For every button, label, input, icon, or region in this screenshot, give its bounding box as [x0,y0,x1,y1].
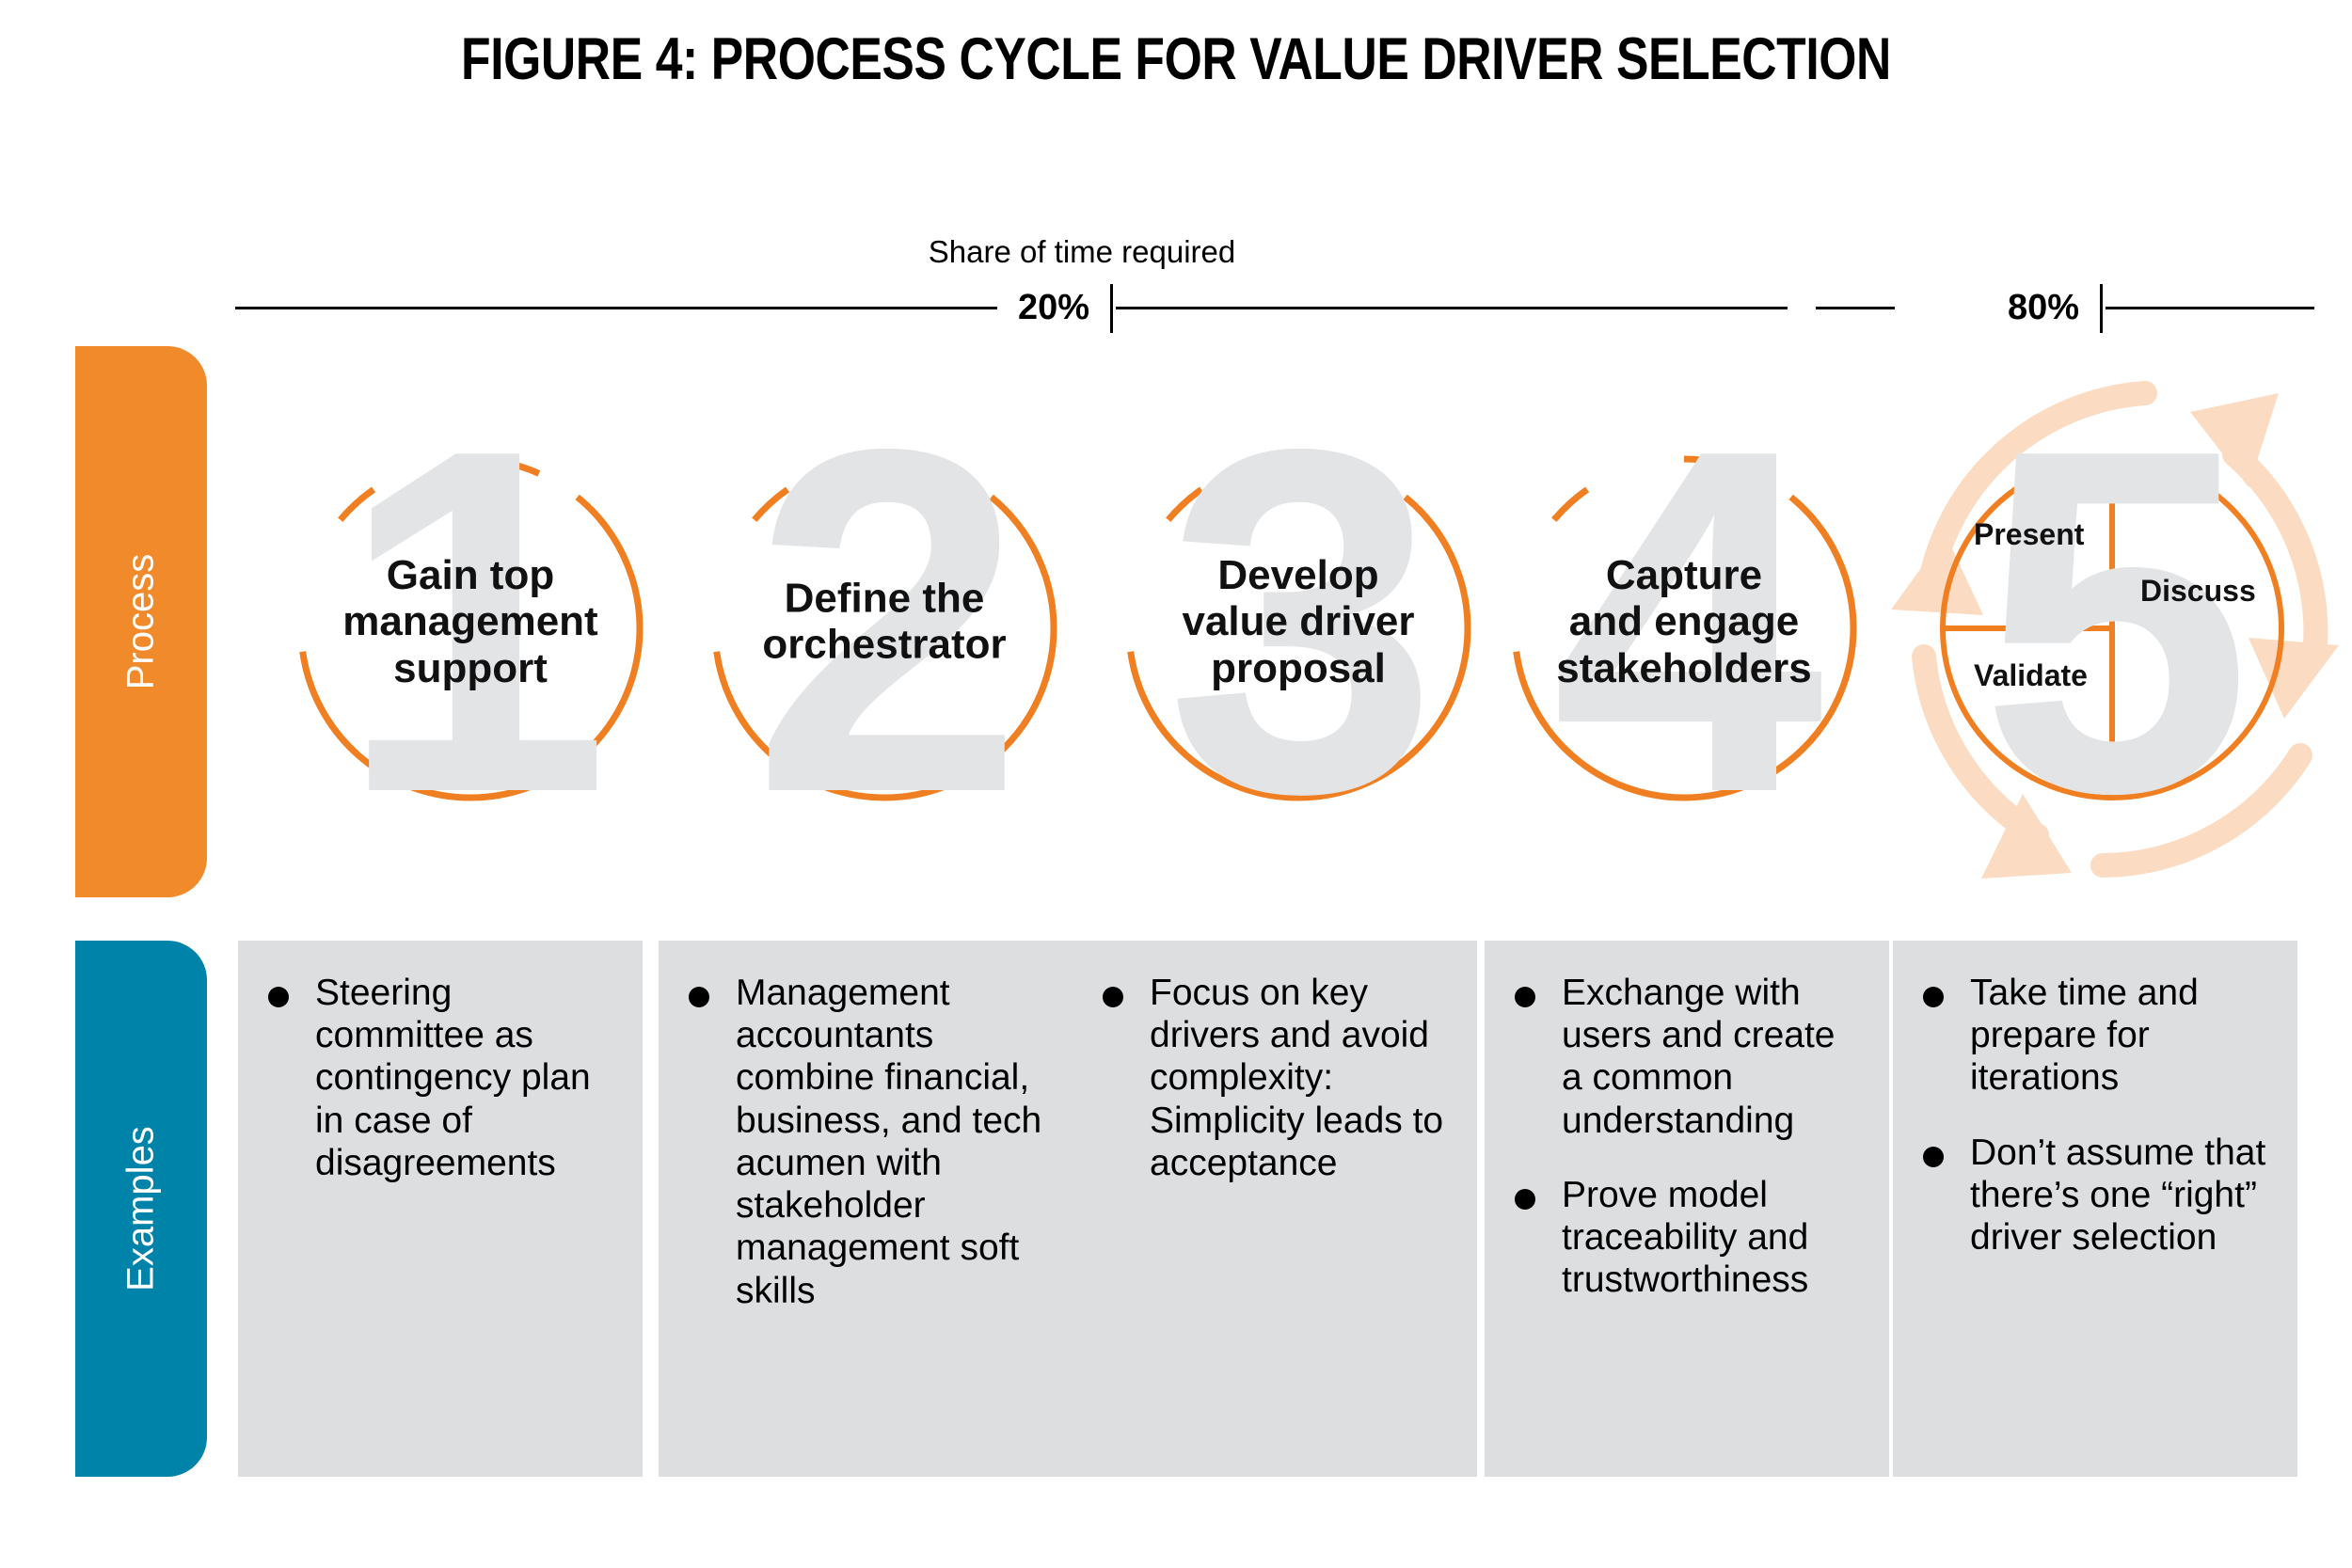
example-bullet-text: Take time and prepare for iterations [1970,973,2199,1099]
step-4-ring-icon [1511,455,1857,801]
examples-row: Steering committee as contingency plan i… [0,941,2352,1477]
example-bullet: Don’t assume that there’s one “right” dr… [1917,1132,2273,1259]
scale-label-20: 20% [1018,288,1090,327]
scale-tick-20 [1110,284,1113,333]
step-1-number: 1 [338,348,610,895]
example-bullet: Management accountants combine financial… [683,972,1048,1312]
example-bullet-text: Prove model traceability and trustworthi… [1562,1174,1809,1301]
example-bullet-text: Focus on key drivers and avoid complexit… [1150,973,1444,1183]
example-bullet: Take time and prepare for iterations [1917,972,2273,1100]
example-bullet: Exchange with users and create a common … [1509,972,1865,1142]
step-5-quadrant-validate: Validate [1974,658,2088,692]
step-3-ring-icon [1125,455,1471,801]
bullet-dot-icon [1515,987,1535,1007]
examples-box-4: Exchange with users and create a common … [1485,941,1889,1477]
arrowhead-up-left [2190,393,2279,487]
step-4-number: 4 [1551,348,1823,895]
bullet-dot-icon [1923,1146,1944,1167]
example-bullet: Prove model traceability and trustworthi… [1509,1174,1865,1302]
scale-line-right [2106,307,2314,309]
step-3-number: 3 [1166,348,1438,895]
arrowhead-down-left [1891,534,1983,615]
step-5-quadrant-present: Present [1974,517,2085,551]
page-title: FIGURE 4: PROCESS CYCLE FOR VALUE DRIVER… [461,26,1891,92]
bullet-dot-icon [268,987,289,1007]
scale-line-dash [1816,307,1895,309]
scale-line-left [235,307,997,309]
row-label-examples: Examples [75,941,207,1477]
bullet-dot-icon [1103,987,1123,1007]
examples-box-2: Management accountants combine financial… [659,941,1073,1477]
example-bullet-text: Exchange with users and create a common … [1562,973,1836,1141]
example-bullet-text: Steering committee as contingency plan i… [315,973,591,1183]
scale-caption: Share of time required [928,234,1236,269]
examples-box-3: Focus on key drivers and avoid complexit… [1073,941,1477,1477]
bullet-dot-icon [1515,1188,1535,1210]
time-share-scale: Share of time required 20% 80% [0,234,2352,348]
row-label-process: Process [75,346,207,897]
process-step-5[interactable]: 5 Present Validate Discuss [1872,346,2352,897]
step-2-number: 2 [752,348,1024,895]
step-1-ring-icon [297,455,644,801]
step-2-ring-icon [711,455,1057,801]
scale-tick-80 [2100,284,2103,333]
step-5-cycle-icon [1891,381,2339,879]
arrowhead-down-right [1981,794,2072,879]
bullet-dot-icon [1923,987,1944,1007]
example-bullet: Steering committee as contingency plan i… [262,972,618,1184]
example-bullet-text: Don’t assume that there’s one “right” dr… [1970,1132,2266,1259]
example-bullet-text: Management accountants combine financial… [736,973,1042,1311]
scale-label-80: 80% [2008,288,2080,327]
bullet-dot-icon [689,987,709,1007]
example-bullet: Focus on key drivers and avoid complexit… [1097,972,1453,1184]
step-5-number: 5 [1979,348,2251,895]
arrowhead-up-right [2249,638,2339,719]
step-5-quadrant-discuss: Discuss [2140,574,2256,608]
examples-box-1: Steering committee as contingency plan i… [238,941,643,1477]
scale-line-middle [1116,307,1788,309]
